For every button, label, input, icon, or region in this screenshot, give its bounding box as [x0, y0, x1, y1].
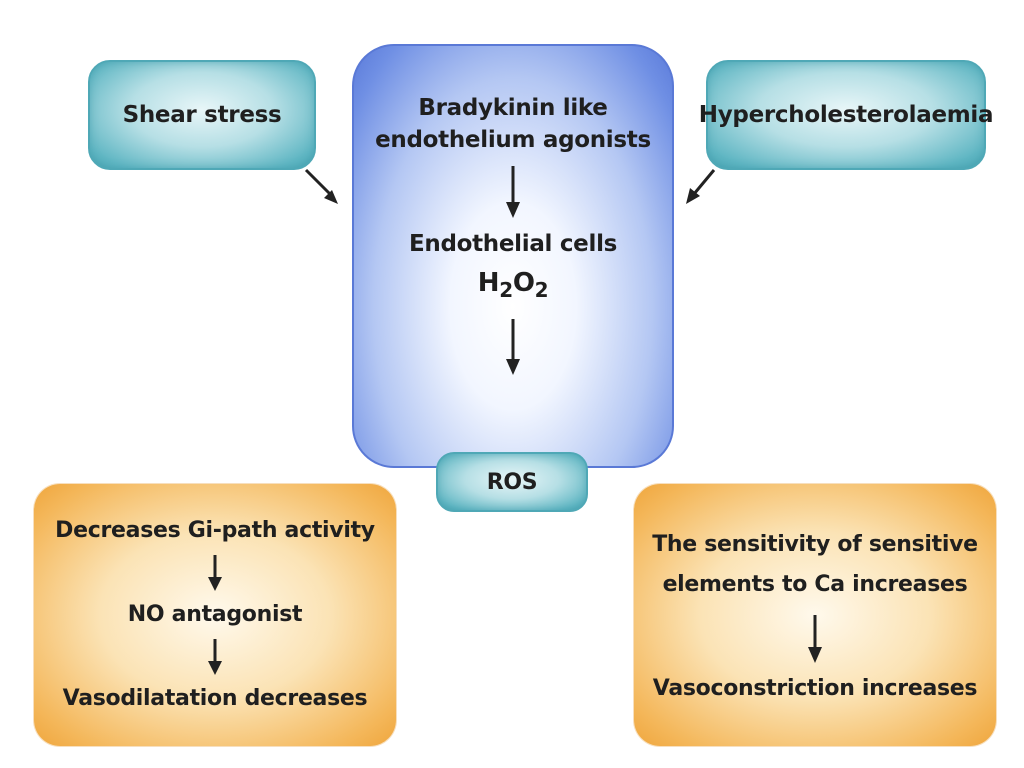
- arrow-hyper-to-center: [686, 169, 716, 204]
- no-antagonist-label: NO antagonist: [127, 602, 303, 627]
- down-arrow-icon: [506, 166, 520, 218]
- ca-sensitivity-label-2: elements to Ca increases: [662, 572, 968, 597]
- bradykinin-label: Bradykinin like: [418, 95, 608, 121]
- right-effects-box: The sensitivity of sensitive elements to…: [634, 484, 996, 746]
- ros-label: ROS: [486, 469, 538, 495]
- left-effects-box: Decreases Gi-path activity NO antagonist…: [34, 484, 396, 746]
- center-pathway-box: Bradykinin like endothelium agonists End…: [352, 44, 674, 468]
- agonists-label: endothelium agonists: [375, 127, 651, 153]
- ca-sensitivity-label-1: The sensitivity of sensitive: [652, 532, 978, 557]
- shear-stress-label: Shear stress: [122, 102, 282, 128]
- vasodilatation-decreases-label: Vasodilatation decreases: [62, 686, 368, 711]
- vasoconstriction-increases-label: Vasoconstriction increases: [652, 676, 978, 701]
- down-arrow-icon: [208, 639, 222, 675]
- hypercholesterolaemia-label: Hypercholesterolaemia: [698, 102, 994, 128]
- down-arrow-icon: [208, 555, 222, 591]
- down-arrow-icon: [506, 319, 520, 375]
- hypercholesterolaemia-box: Hypercholesterolaemia: [699, 60, 994, 170]
- arrow-shear-to-center: [304, 168, 338, 204]
- decreases-gi-path-label: Decreases Gi-path activity: [55, 518, 375, 543]
- shear-stress-box: Shear stress: [88, 60, 316, 170]
- down-arrow-icon: [808, 615, 822, 663]
- endothelial-cells-label: Endothelial cells: [408, 231, 618, 257]
- ros-box: ROS: [436, 452, 588, 512]
- h2o2-label: H2O2: [477, 268, 549, 302]
